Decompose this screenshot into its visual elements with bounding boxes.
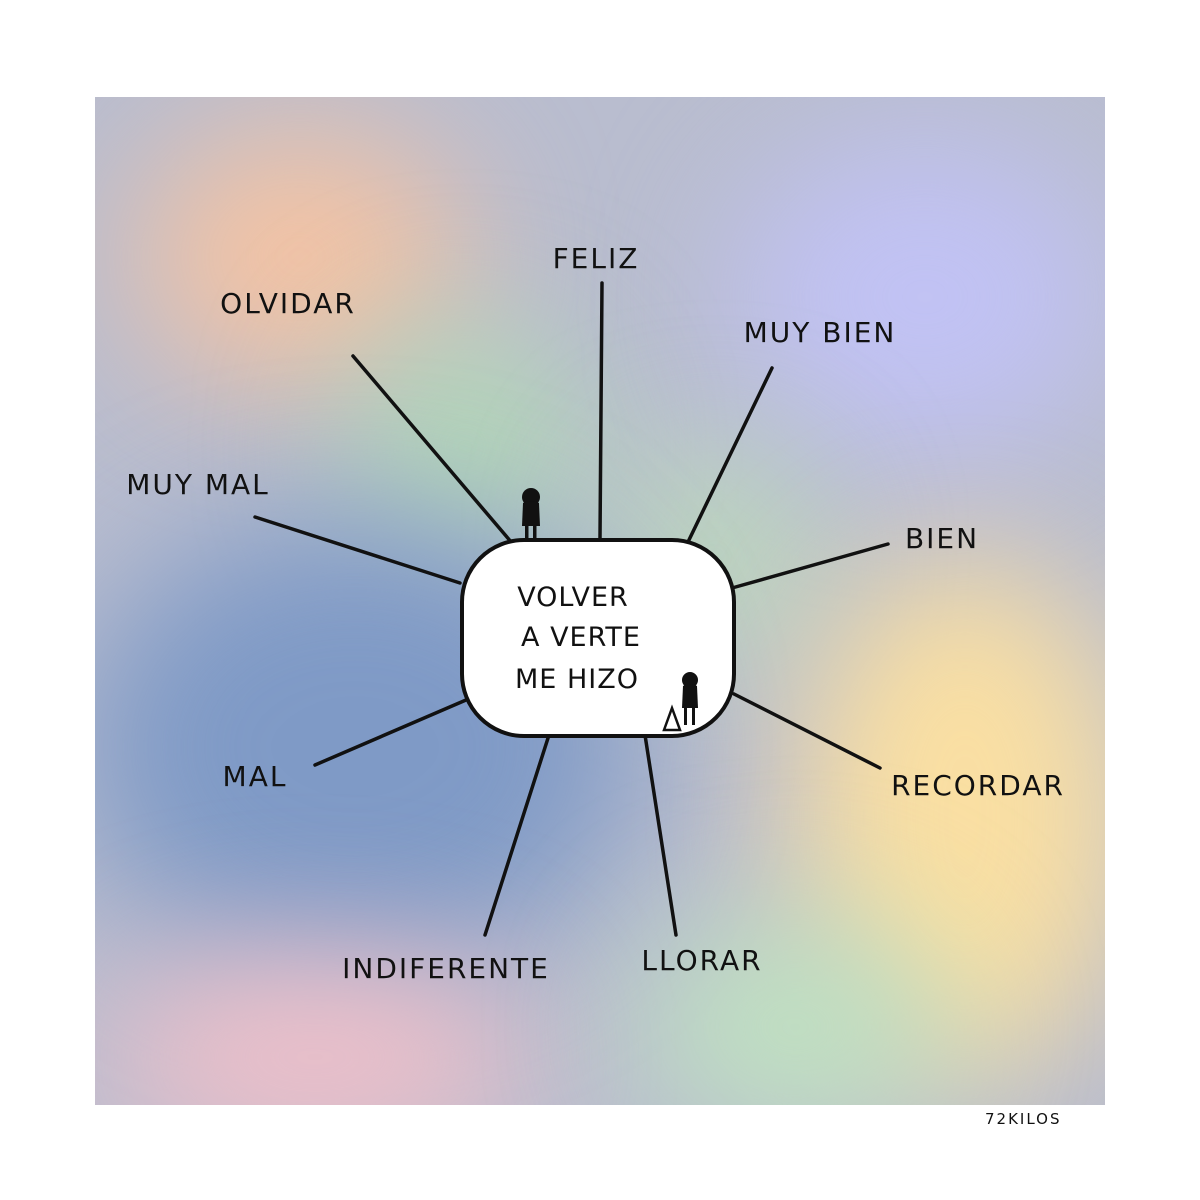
label-muy-mal: MUY MAL	[126, 468, 270, 501]
center-text-line-3: ME HIZO	[515, 664, 639, 695]
figure-top-head	[522, 488, 540, 506]
figure-inside	[662, 672, 698, 732]
label-mal: MAL	[223, 760, 288, 793]
center-speech-box	[460, 538, 736, 738]
line-recordar	[732, 692, 882, 770]
line-olvidar	[351, 354, 514, 545]
figure-inside-shadow	[662, 704, 682, 732]
label-olvidar: OLVIDAR	[220, 287, 356, 320]
label-bien: BIEN	[905, 522, 979, 555]
label-recordar: RECORDAR	[891, 769, 1065, 802]
figure-top	[522, 488, 540, 540]
line-indiferente	[483, 733, 551, 937]
bg-lavender-blob	[735, 137, 1105, 457]
figure-inside-body	[682, 684, 698, 708]
figure-inside-leg-right	[692, 707, 695, 725]
label-muy-bien: MUY BIEN	[744, 316, 897, 349]
word-labels: FELIZ MUY BIEN BIEN RECORDAR LLORAR INDI…	[126, 242, 1065, 985]
center-text-line-1: VOLVER	[517, 582, 629, 613]
center-text-line-2: A VERTE	[521, 622, 641, 653]
figure-top-leg-left	[525, 525, 529, 540]
figure-inside-leg-left	[684, 707, 687, 725]
line-mal	[313, 698, 468, 767]
artist-signature: 72KILOS	[985, 1110, 1062, 1128]
figure-top-body	[522, 501, 540, 526]
bg-mint-blob	[635, 917, 955, 1105]
bg-pink-blob	[105, 957, 525, 1105]
line-llorar	[643, 733, 678, 937]
label-llorar: LLORAR	[641, 944, 762, 977]
label-indiferente: INDIFERENTE	[342, 952, 550, 985]
line-feliz	[598, 281, 604, 540]
line-bien	[730, 542, 890, 590]
connector-lines	[253, 281, 890, 937]
label-feliz: FELIZ	[553, 242, 640, 275]
center-text: VOLVER A VERTE ME HIZO	[515, 582, 641, 695]
figure-top-leg-right	[533, 525, 537, 540]
line-muy-mal	[253, 515, 462, 585]
line-muy-bien	[686, 366, 774, 544]
figure-inside-head	[682, 672, 698, 688]
